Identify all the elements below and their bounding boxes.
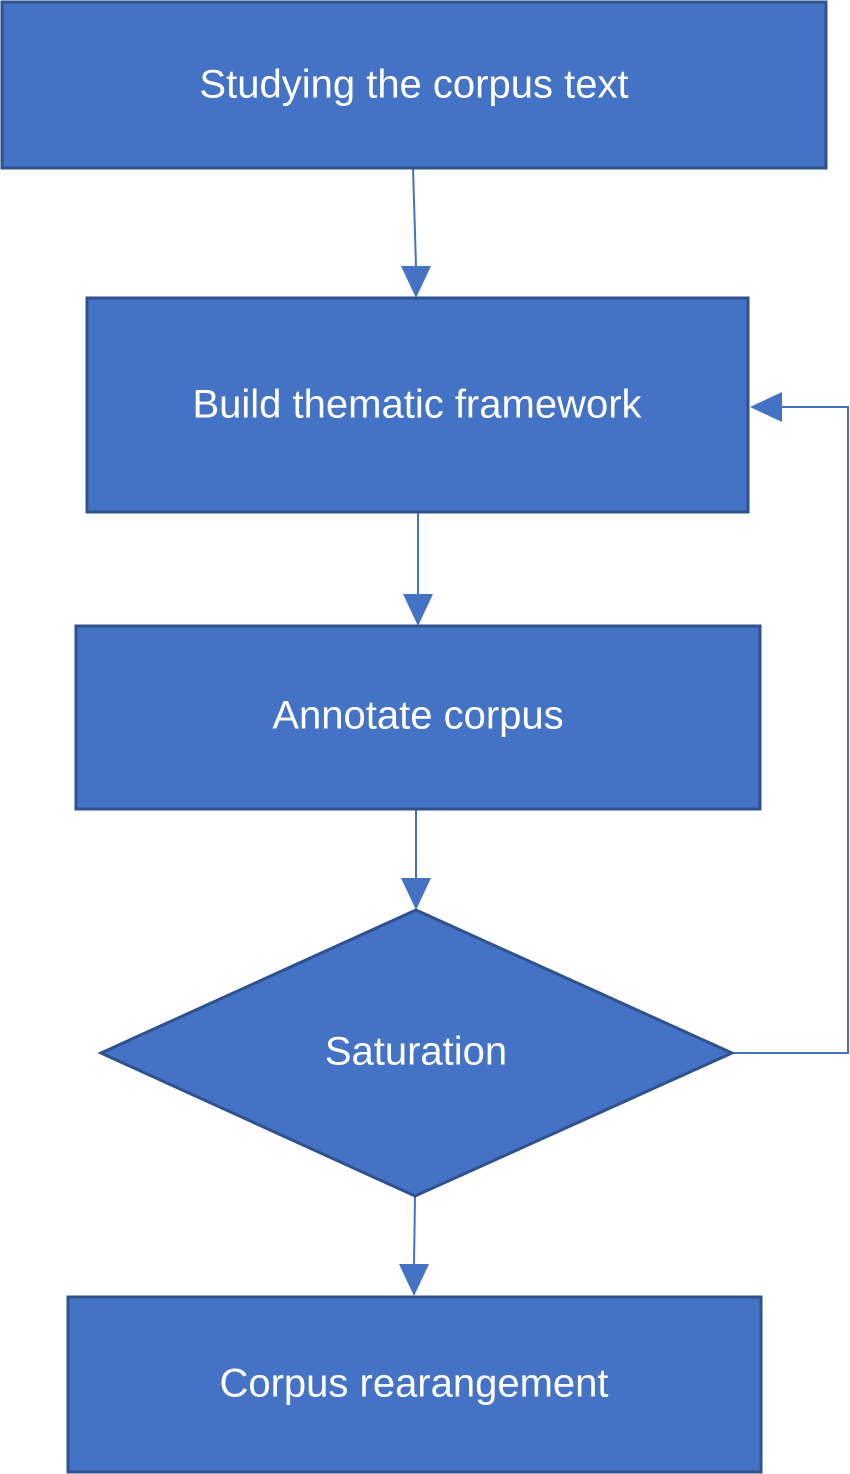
node-annotate-corpus: Annotate corpus xyxy=(74,624,762,811)
edge-study-to-build xyxy=(401,167,431,298)
node-build-framework: Build thematic framework xyxy=(85,296,750,514)
node-annotate-corpus-label: Annotate corpus xyxy=(272,694,563,738)
edge-annotate-to-saturation xyxy=(401,809,431,910)
node-corpus-rearrangement-label: Corpus rearangement xyxy=(219,1362,608,1406)
edge-build-to-annotate xyxy=(403,512,433,626)
node-saturation-label: Saturation xyxy=(325,1030,507,1074)
edge-saturation-loop-to-build xyxy=(732,392,849,1054)
node-studying-corpus-label: Studying the corpus text xyxy=(199,63,628,107)
node-build-framework-label: Build thematic framework xyxy=(192,383,642,427)
node-studying-corpus: Studying the corpus text xyxy=(0,0,828,170)
edge-saturation-to-rearrange xyxy=(399,1195,429,1296)
node-saturation-decision: Saturation xyxy=(97,908,736,1198)
node-corpus-rearrangement: Corpus rearangement xyxy=(66,1295,763,1474)
